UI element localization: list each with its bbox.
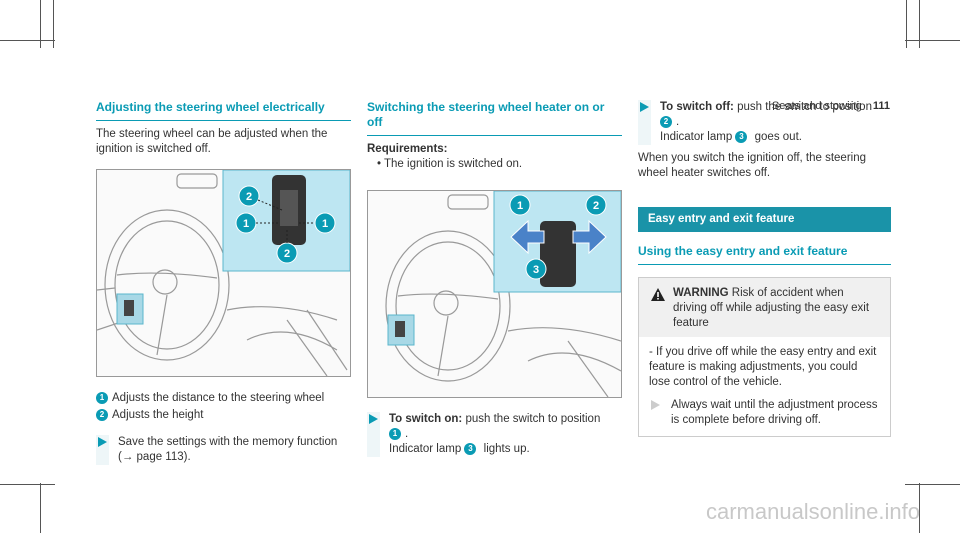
steering-wheel-illustration: 2 1 1 2 (96, 169, 351, 377)
crop-mark (919, 483, 920, 533)
crop-mark (0, 484, 55, 485)
section-banner: Easy entry and exit feature (638, 207, 891, 232)
step-arrow-icon (640, 102, 649, 112)
subsection-heading: Using the easy entry and exit feature (638, 244, 891, 265)
callout-badge: 1 (389, 427, 401, 440)
requirements-label: Requirements: (367, 143, 448, 155)
column-easy-entry: To switch off: push the switch to positi… (638, 100, 891, 437)
step-arrow-icon (651, 400, 660, 410)
callout-label: 2 (284, 248, 290, 260)
heater-switch-illustration: 1 2 3 (367, 190, 622, 398)
instruction-step: Always wait until the adjustment process… (649, 398, 880, 428)
callout-label: 1 (517, 200, 523, 212)
page-header: Seats and stowing 111 (772, 100, 890, 112)
warning-header: WARNING Risk of accident when driving of… (639, 278, 890, 337)
crop-mark (40, 0, 41, 48)
crop-mark (905, 484, 960, 485)
instruction-step: To switch off: push the switch to positi… (638, 100, 891, 145)
crop-mark (905, 40, 960, 41)
instruction-step: Save the settings with the memory functi… (96, 435, 351, 465)
crop-mark (40, 483, 41, 533)
section-title: Seats and stowing (771, 100, 862, 112)
step-arrow-icon (369, 414, 378, 424)
warning-triangle-icon (651, 288, 665, 301)
callout-label: 2 (593, 200, 599, 212)
watermark: carmanualsonline.info (705, 499, 920, 524)
crop-mark (53, 0, 54, 48)
callout-label: 3 (533, 264, 539, 276)
crop-mark (906, 0, 907, 48)
crop-mark (919, 0, 920, 48)
warning-body: - If you drive off while the easy entry … (639, 337, 890, 436)
crop-mark (0, 40, 55, 41)
callout-badge: 2 (96, 408, 108, 421)
section-heading: Adjusting the steering wheel electricall… (96, 100, 351, 121)
intro-text: The steering wheel can be adjusted when … (96, 128, 328, 155)
callout-badge: 3 (464, 442, 477, 455)
callout-label: 1 (322, 218, 328, 230)
callout-badge: 3 (735, 130, 748, 143)
callout-label: 2 (246, 191, 252, 203)
warning-box: WARNING Risk of accident when driving of… (638, 277, 891, 437)
callout-badge: 2 (660, 115, 672, 128)
column-steering-adjust: Adjusting the steering wheel electricall… (96, 100, 351, 465)
warning-title: Risk of accident when driving off while … (673, 287, 870, 329)
note-text: When you switch the ignition off, the st… (638, 152, 867, 179)
column-heater: Switching the steering wheel heater on o… (367, 100, 622, 457)
step-arrow-icon (98, 437, 107, 447)
instruction-step: To switch on: push the switch to positio… (367, 412, 622, 457)
requirement-item: • The ignition is switched on. (377, 158, 523, 170)
page-number: 111 (872, 100, 890, 112)
callout-badge: 1 (96, 391, 108, 404)
section-heading: Switching the steering wheel heater on o… (367, 100, 622, 136)
callout-label: 1 (243, 218, 249, 230)
warning-label: WARNING (673, 287, 729, 299)
